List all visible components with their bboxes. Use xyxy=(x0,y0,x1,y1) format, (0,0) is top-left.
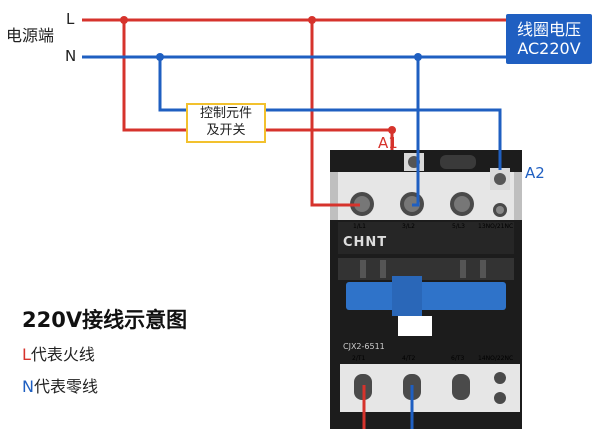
top-terminal-label: 5/L3 xyxy=(452,223,465,230)
junction-dot xyxy=(308,16,316,24)
neutral-branch-wire xyxy=(158,57,502,170)
bottom-terminal-label: 2/T1 xyxy=(352,355,366,362)
legend-neutral: N代表零线 xyxy=(22,379,98,395)
junction-dot xyxy=(156,53,164,61)
bottom-terminal-label: 6/T3 xyxy=(451,355,465,362)
neutral-wires xyxy=(82,55,506,429)
neutral-contact-wire xyxy=(412,57,420,207)
contactor-label-band xyxy=(338,222,514,254)
junction-dot xyxy=(120,16,128,24)
coil-terminal-a1 xyxy=(404,153,424,171)
terminal-a2-label: A2 xyxy=(525,164,545,182)
terminal-a1-label: A1 xyxy=(378,134,398,152)
bottom-terminal-screw xyxy=(452,374,470,400)
top-terminal-label: 3/L2 xyxy=(402,223,415,230)
coil-terminal-a2 xyxy=(490,168,510,190)
coil-voltage-value: AC220V xyxy=(517,39,581,58)
legend-key-neutral: N xyxy=(22,377,34,396)
aux-terminal-screw xyxy=(493,203,507,217)
top-terminal-screw xyxy=(350,192,374,216)
bottom-terminal-label: 4/T2 xyxy=(402,355,416,362)
coil-voltage-box: 线圈电压 AC220V xyxy=(506,14,592,64)
bottom-terminal-label: 14NO/22NC xyxy=(478,355,513,362)
coil-voltage-title: 线圈电压 xyxy=(516,19,581,39)
neutral-line-letter: N xyxy=(65,47,77,65)
legend-key-live: L xyxy=(22,345,31,364)
actuator-bar xyxy=(346,282,506,310)
diagram-title: 220V接线示意图 xyxy=(22,308,188,332)
top-terminal-label: 13NO/21NC xyxy=(478,223,513,230)
legend-text-neutral: 代表零线 xyxy=(33,377,98,396)
top-terminal-screw xyxy=(450,192,474,216)
brand-logo: CHNT xyxy=(343,235,388,250)
control-element-line2: 及开关 xyxy=(206,123,246,138)
live-contact-wire xyxy=(310,20,360,207)
junction-dot xyxy=(414,53,422,61)
control-element-line1: 控制元件 xyxy=(199,106,252,122)
supply-label: 电源端 xyxy=(6,26,55,45)
control-element-box: 控制元件 及开关 xyxy=(186,103,266,143)
legend-live: L代表火线 xyxy=(22,347,95,363)
live-line-letter: L xyxy=(66,10,75,28)
legend-text-live: 代表火线 xyxy=(30,345,95,364)
junction-dot xyxy=(388,126,396,134)
model-number: CJX2-6511 xyxy=(343,342,385,351)
wire-junction-dots xyxy=(120,16,422,134)
contactor: 1/L1 3/L2 5/L3 13NO/21NC 2/T1 4/T2 6/T3 … xyxy=(330,150,522,429)
top-terminal-label: 1/L1 xyxy=(353,223,366,230)
